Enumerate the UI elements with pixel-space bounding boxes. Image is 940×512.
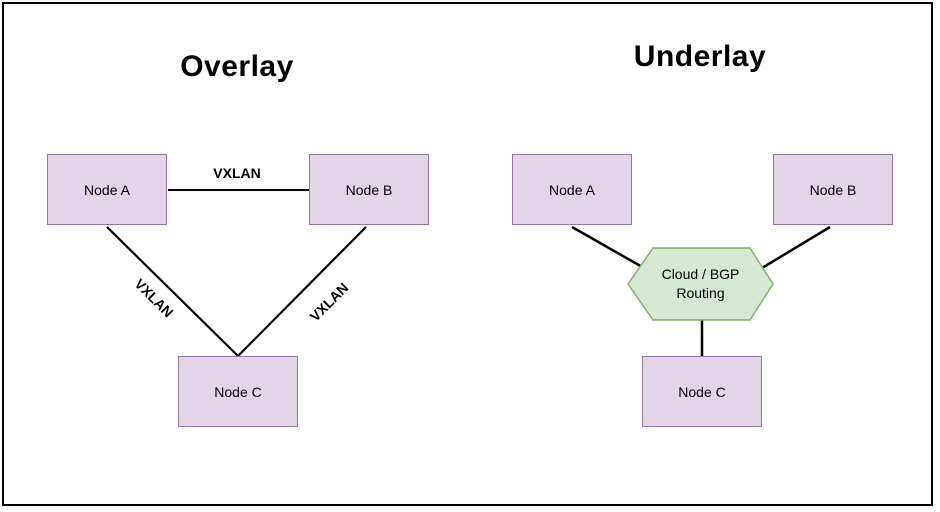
- underlay-hub-label-text: Cloud / BGP Routing: [661, 266, 740, 301]
- underlay-node-a: Node A: [512, 154, 632, 225]
- underlay-node-c: Node C: [642, 356, 762, 427]
- overlay-node-a: Node A: [47, 154, 167, 225]
- overlay-link-a-b-label: VXLAN: [213, 165, 261, 181]
- underlay-node-b: Node B: [773, 154, 893, 225]
- overlay-link-b-c: [237, 226, 367, 357]
- underlay-hub-label: Cloud / BGP Routing: [628, 248, 773, 320]
- overlay-node-b: Node B: [309, 154, 429, 225]
- overlay-node-c: Node C: [178, 356, 298, 427]
- underlay-title: Underlay: [633, 40, 767, 73]
- overlay-link-a-c: [106, 226, 239, 357]
- overlay-title: Overlay: [180, 50, 294, 83]
